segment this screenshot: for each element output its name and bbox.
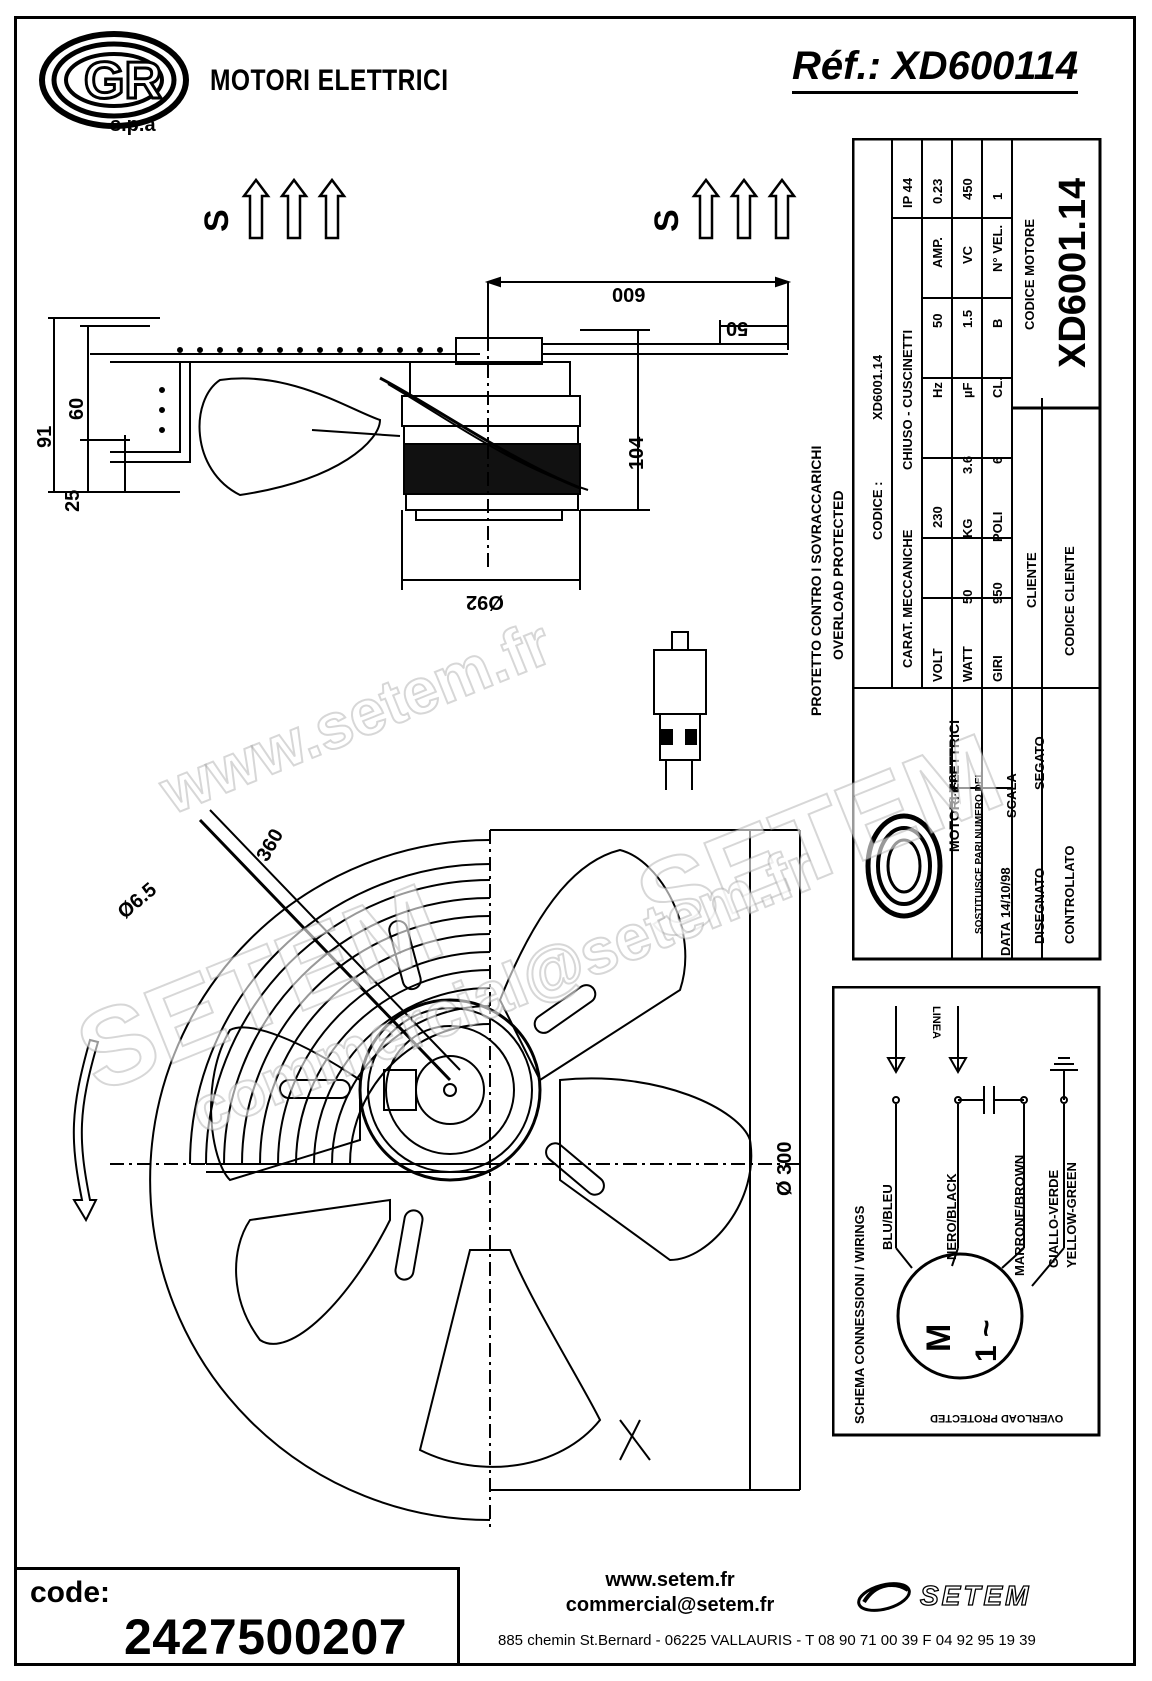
code-value: 2427500207 bbox=[124, 1609, 408, 1665]
dim-height-91: 91 bbox=[34, 425, 56, 448]
tb-vc: 450 bbox=[960, 178, 975, 200]
tb-disegnato-label: DISEGNATO bbox=[1032, 867, 1047, 944]
tb-vel: 1 bbox=[990, 192, 1005, 200]
front-view-fan-drawing bbox=[72, 809, 801, 1530]
tb-uf: 1.5 bbox=[960, 309, 975, 328]
tb-data-label: DATA bbox=[998, 921, 1013, 956]
footer-website[interactable]: www.setem.fr bbox=[605, 1569, 735, 1591]
tb-volt: 230 bbox=[930, 506, 945, 528]
reference-number: Réf.: XD600114 bbox=[792, 44, 1079, 94]
side-view-drawing bbox=[48, 276, 792, 590]
wiring-wire-blue: BLU/BLEU bbox=[880, 1184, 895, 1250]
wiring-wire-earth-en: YELLOW-GREEN bbox=[1064, 1162, 1079, 1268]
tb-scala-label: SCALA bbox=[1004, 773, 1019, 818]
dim-cable-50: 50 bbox=[726, 317, 749, 339]
footer-address: 885 chemin St.Bernard - 06225 VALLAURIS … bbox=[498, 1632, 1036, 1649]
dim-height-60: 60 bbox=[66, 397, 88, 420]
tb-vc-label: VC bbox=[960, 245, 975, 264]
tb-data-value: 14/10/98 bbox=[998, 867, 1013, 918]
wiring-overload: OVERLOAD PROTECTED bbox=[930, 1412, 1064, 1424]
tb-codice-value: XD6001.14 bbox=[870, 354, 885, 420]
tb-hz: 50 bbox=[930, 313, 945, 328]
drawing-sheet bbox=[14, 16, 1136, 1666]
airflow-arrows-left bbox=[241, 177, 347, 240]
wiring-title: SCHEMA CONNESSIONI / WIRINGS bbox=[852, 1205, 867, 1424]
code-label: code: bbox=[30, 1576, 111, 1609]
tb-uf-label: µF bbox=[960, 382, 975, 398]
tb-poli: 6 bbox=[990, 456, 1005, 464]
footer-email[interactable]: commercial@setem.fr bbox=[565, 1594, 775, 1616]
tb-amp-label: AMP. bbox=[930, 237, 945, 268]
tb-kg-label: KG bbox=[960, 518, 975, 539]
dim-fan-diameter: Ø 300 bbox=[774, 1141, 796, 1196]
tb-kg: 3.6 bbox=[960, 455, 975, 474]
logo-spa: s.p.a bbox=[110, 114, 156, 136]
dim-height-104: 104 bbox=[626, 436, 648, 470]
tb-codice-motore: XD6001.14 bbox=[1052, 177, 1094, 368]
tb-codice-motore-label: CODICE MOTORE bbox=[1022, 219, 1037, 330]
tb-hz-label: Hz bbox=[930, 382, 945, 398]
overload-protector-drawing bbox=[653, 631, 707, 790]
wiring-linea: LINEA bbox=[930, 1006, 942, 1039]
tb-watt: 50 bbox=[960, 589, 975, 604]
tb-poli-label: POLI bbox=[990, 511, 1005, 542]
code-box: code: 2427500207 bbox=[14, 1567, 460, 1666]
wiring-motor-symbol: M bbox=[920, 1323, 958, 1352]
wiring-diagram bbox=[832, 986, 1101, 1437]
title-block-frame bbox=[852, 138, 1102, 961]
tb-cliente-label: CLIENTE bbox=[1024, 552, 1039, 608]
tb-logo-spa: s.p.a. bbox=[944, 770, 959, 804]
tb-watt-label: WATT bbox=[960, 646, 975, 682]
tb-disegnato-value: SEGATO bbox=[1032, 736, 1047, 790]
airflow-marker-right: S bbox=[648, 209, 686, 232]
gr-logo: GR bbox=[39, 31, 189, 129]
tb-sostituisce-label: SOSTITUISCE PARI NUMERO DEL bbox=[974, 771, 985, 934]
tb-ip: IP 44 bbox=[900, 177, 915, 208]
brand-name: MOTORI ELETTRICI bbox=[210, 64, 449, 97]
tb-codice-label: CODICE : bbox=[870, 481, 885, 541]
dim-motor-diameter: Ø92 bbox=[466, 591, 504, 613]
tb-controllato-label: CONTROLLATO bbox=[1062, 845, 1077, 944]
airflow-marker-left: S bbox=[198, 209, 236, 232]
wiring-wire-black: NERO/BLACK bbox=[944, 1173, 959, 1260]
tb-vel-label: N° VEL. bbox=[990, 224, 1005, 272]
logo-text: GR bbox=[84, 52, 162, 110]
setem-logo: SETEM bbox=[919, 1579, 1032, 1611]
protection-note: PROTETTO CONTRO I SOVRACCARICHI bbox=[808, 445, 824, 716]
tb-carat-value: CHIUSO - CUSCINETTI bbox=[900, 329, 915, 470]
tb-amp: 0.23 bbox=[930, 178, 945, 204]
tb-cl-label: CL. bbox=[990, 377, 1005, 398]
protection-note-en: OVERLOAD PROTECTED bbox=[830, 490, 846, 660]
dim-width-600: 600 bbox=[612, 283, 646, 305]
tb-giri-label: GIRI bbox=[990, 655, 1005, 682]
wiring-motor-phase: 1 ~ bbox=[970, 1319, 1003, 1362]
airflow-arrows-right bbox=[691, 177, 797, 240]
tb-codice-cliente-label: CODICE CLIENTE bbox=[1062, 546, 1077, 656]
title-block-logo bbox=[865, 813, 943, 919]
tb-cl: B bbox=[990, 318, 1005, 328]
tb-carat-label: CARAT. MECCANICHE bbox=[900, 529, 915, 668]
setem-logo-swirl bbox=[857, 1582, 911, 1612]
wiring-wire-earth-it: GIALLO-VERDE bbox=[1046, 1169, 1061, 1268]
dim-height-25: 25 bbox=[62, 489, 84, 512]
tb-volt-label: VOLT bbox=[930, 648, 945, 682]
wiring-wire-brown: MARRONE/BROWN bbox=[1012, 1154, 1027, 1276]
tb-giri: 950 bbox=[990, 582, 1005, 604]
